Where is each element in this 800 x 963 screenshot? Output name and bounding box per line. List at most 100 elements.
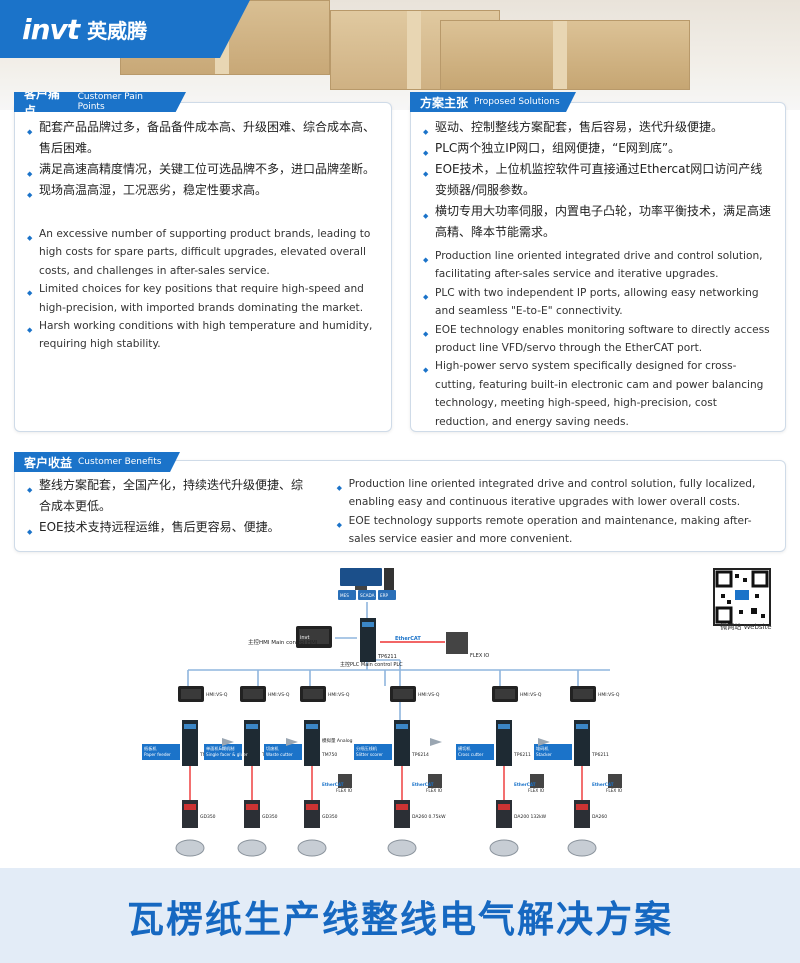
motor-icon (567, 839, 597, 857)
benefits-cn-list: 整线方案配套，全国产化，持续迭代升级便捷、综合成本更低。EOE技术支持远程运维，… (27, 475, 311, 549)
station-name-cn: 分纸压线机 (356, 745, 378, 752)
pain-points-en-list: An excessive number of supporting produc… (27, 225, 379, 354)
station-note: 模拟量 Analog (322, 737, 353, 744)
station-hmi-label: HMI:VS-Q (328, 692, 350, 698)
solution-item-en: EOE technology enables monitoring softwa… (423, 321, 773, 358)
station-plc-led (306, 724, 318, 729)
station-name-tag (456, 744, 494, 760)
drive-model: DA260 (592, 814, 607, 820)
station-name-en: Paper feeder (144, 752, 171, 757)
drive-model: GD350 (200, 814, 216, 820)
station-name-tag (534, 744, 572, 760)
system-box-label: MES (340, 593, 349, 598)
motor-icon (297, 839, 327, 857)
benefits-title-cn: 客户收益 (24, 455, 73, 470)
qr-label: 微网站 Website (720, 623, 772, 631)
svg-text:TP6211: TP6211 (377, 654, 397, 660)
station-hmi-label: HMI:VS-Q (598, 692, 620, 698)
drive-model: GD350 (262, 814, 278, 820)
flex-io-label: FLEX IO (606, 788, 623, 793)
benefit-item-en: Production line oriented integrated driv… (337, 475, 773, 512)
station-hmi-screen (243, 689, 263, 699)
benefits-title-en: Customer Benefits (78, 457, 162, 467)
station-plc-led (498, 724, 510, 729)
solutions-panel: 驱动、控制整线方案配套，售后容易，迭代升级便捷。PLC两个独立IP网口，组网便捷… (410, 102, 786, 432)
computer-icon (340, 568, 394, 590)
station-name-tag (142, 744, 180, 760)
station-plc-led (576, 724, 588, 729)
station-hmi-label: HMI:VS-Q (520, 692, 542, 698)
station-name-tag (204, 744, 242, 760)
flex-io-module (428, 774, 442, 788)
solution-item-en: High-power servo system specifically des… (423, 357, 773, 431)
pain-point-item: 现场高温高湿，工况恶劣，稳定性要求高。 (27, 180, 379, 206)
solution-item: 横切专用大功率伺服，内置电子凸轮，功率平衡技术，满足高速高精、降本节能需求。 (423, 201, 773, 243)
station-plc-model: TP6211 (591, 752, 609, 758)
brand-name-cn: 英威腾 (87, 18, 148, 43)
station-hmi-screen (303, 689, 323, 699)
station-hmi-label: HMI:VS-Q (206, 692, 228, 698)
drive-model: DA260 0.75kW (412, 814, 446, 820)
station-name-cn: 单面机&糊机制 (206, 745, 234, 752)
motor-icon (489, 839, 519, 857)
drive-model: GD350 (322, 814, 338, 820)
ethercat-label: EtherCAT (322, 782, 344, 787)
station-name-tag (354, 744, 392, 760)
banner-title: 瓦楞纸生产线整线电气解决方案 (127, 897, 673, 941)
ethercat-label: EtherCAT (412, 782, 434, 787)
main-hmi: invt (296, 626, 332, 648)
drive-led (576, 804, 588, 810)
station-name-en: Waste cutter (266, 752, 293, 757)
drive-led (396, 804, 408, 810)
station-plc (394, 720, 410, 766)
pain-points-panel: 配套产品品牌过多，备品备件成本高、升级困难、综合成本高、售后困难。满足高速高精度… (14, 102, 392, 432)
station-hmi-label: HMI:VS-Q (268, 692, 290, 698)
svg-text:FLEX IO: FLEX IO (470, 653, 489, 659)
station-plc (244, 720, 260, 766)
system-box-label: ERP (380, 593, 389, 598)
ethercat-label: EtherCAT (514, 782, 536, 787)
flex-io-label: FLEX IO (336, 788, 353, 793)
hero-header: invt 英威腾 (0, 0, 800, 110)
flex-io-label: FLEX IO (426, 788, 443, 793)
station-hmi-screen (393, 689, 413, 699)
solution-item: 驱动、控制整线方案配套，售后容易，迭代升级便捷。 (423, 117, 773, 143)
motor-icon (175, 839, 205, 857)
station-name-cn: 堆码机 (536, 745, 549, 752)
system-box (338, 590, 356, 600)
station-plc-led (184, 724, 196, 729)
flow-arrows (222, 738, 550, 746)
pain-point-item-en: Harsh working conditions with high tempe… (27, 317, 379, 354)
solutions-en-list: Production line oriented integrated driv… (423, 247, 773, 431)
drive-led (306, 804, 318, 810)
flex-io-module (446, 632, 468, 654)
svg-text:主控PLC Main control PLC: 主控PLC Main control PLC (340, 661, 403, 668)
benefit-item: 整线方案配套，全国产化，持续迭代升级便捷、综合成本更低。 (27, 475, 311, 517)
solutions-title-en: Proposed Solutions (474, 97, 560, 107)
drive-model: DA200 132kW (514, 814, 547, 820)
station-name-en: Single facer & gluer (206, 752, 248, 757)
main-plc (360, 618, 376, 662)
svg-text:invt: invt (300, 635, 310, 641)
drive-led (498, 804, 510, 810)
system-box-label: SCADA (360, 593, 375, 598)
station-plc-model: TP6214 (411, 752, 429, 758)
flex-io-module (530, 774, 544, 788)
pain-point-item: 配套产品品牌过多，备品备件成本高、升级困难、综合成本高、售后困难。 (27, 117, 379, 159)
solution-item-en: PLC with two independent IP ports, allow… (423, 284, 773, 321)
station-plc-led (396, 724, 408, 729)
solutions-cn-list: 驱动、控制整线方案配套，售后容易，迭代升级便捷。PLC两个独立IP网口，组网便捷… (423, 117, 773, 243)
solutions-tag: 方案主张 Proposed Solutions (410, 92, 576, 112)
benefits-panel: 整线方案配套，全国产化，持续迭代升级便捷、综合成本更低。EOE技术支持远程运维，… (14, 460, 786, 552)
flex-io-module (338, 774, 352, 788)
drive-led (246, 804, 258, 810)
bottom-banner: 瓦楞纸生产线整线电气解决方案 (0, 868, 800, 963)
flex-io-module (608, 774, 622, 788)
svg-text:EtherCAT: EtherCAT (395, 636, 421, 642)
station-plc-led (246, 724, 258, 729)
station-plc (304, 720, 320, 766)
benefits-en-list: Production line oriented integrated driv… (337, 475, 773, 549)
pain-points-tag: 客户痛点 Customer Pain Points (14, 92, 186, 112)
invt-logo: invt (22, 12, 80, 46)
station-name-tag (264, 744, 302, 760)
